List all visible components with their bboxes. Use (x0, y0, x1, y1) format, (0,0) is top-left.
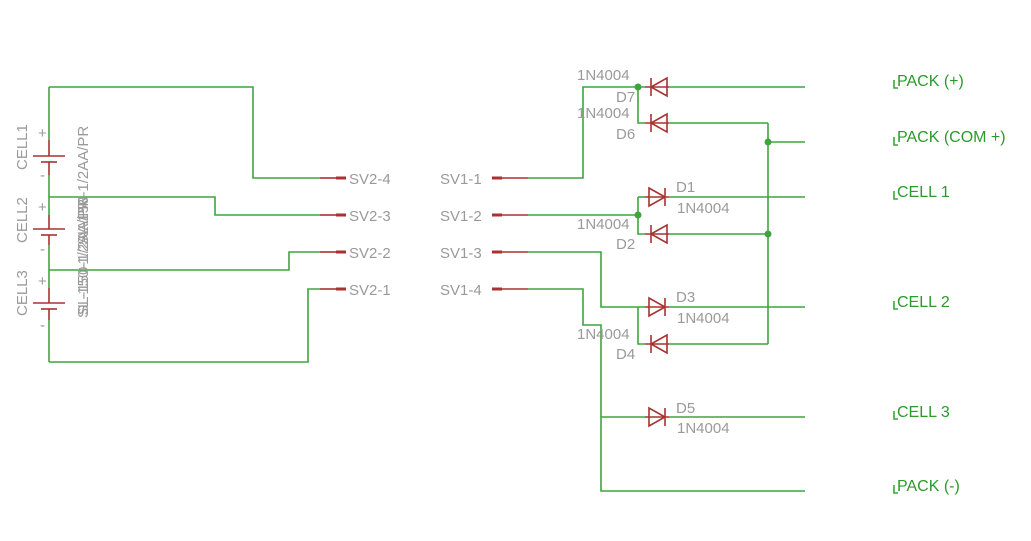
diode-d2-value: 1N4004 (577, 216, 630, 233)
diode-d5-value: 1N4004 (677, 420, 730, 437)
cell1-plus: + (38, 125, 47, 142)
junction-com-top (764, 138, 772, 146)
diode-d1-value: 1N4004 (677, 200, 730, 217)
sv2-pin-1: SV2-1 (349, 282, 391, 299)
cell2-plus: + (38, 199, 47, 216)
net-cell-2: CELL 2 (897, 294, 950, 311)
sv2-pin-2: SV2-2 (349, 245, 391, 262)
sv1-connector: SV1-1 SV1-2 SV1-3 SV1-4 (440, 171, 528, 299)
sv2-pin-4: SV2-4 (349, 171, 391, 188)
cell3-value: SL-150-1/2AA/PR (75, 196, 92, 315)
diode-d4-name: D4 (616, 346, 635, 363)
diode-d3: D3 1N4004 (645, 289, 730, 327)
right-wires (528, 86, 805, 492)
cell2-value: SL-150-1/2AA/PR (75, 199, 92, 318)
cell3-name: CELL3 (14, 270, 31, 316)
sv2-pin-3: SV2-3 (349, 208, 391, 225)
cell2-battery: + - CELL2 SL-150-1/2AA/PR (14, 197, 92, 318)
diode-d2-name: D2 (616, 236, 635, 253)
net-cell-1: CELL 1 (897, 184, 950, 201)
cell2-minus: - (40, 241, 45, 258)
cell2-name: CELL2 (14, 197, 31, 243)
junction-com-mid (764, 230, 772, 238)
cell1-name: CELL1 (14, 124, 31, 170)
diode-d4-value: 1N4004 (577, 326, 630, 343)
diode-d7-value: 1N4004 (577, 67, 630, 84)
cell3-plus: + (38, 273, 47, 290)
diode-d3-value: 1N4004 (677, 310, 730, 327)
sv1-pin-3: SV1-3 (440, 245, 482, 262)
diode-d5: D5 1N4004 (645, 400, 730, 437)
diode-d7: 1N4004 D7 (577, 67, 669, 106)
cell1-value: SL-150-1/2AA/PR (75, 126, 92, 245)
junction-d1-d2 (634, 211, 642, 219)
diode-d3-name: D3 (676, 289, 695, 306)
diode-d7-name: D7 (616, 89, 635, 106)
net-pack-minus: PACK (-) (897, 478, 960, 495)
diode-d6-name: D6 (616, 126, 635, 143)
cell3-battery: + - CELL3 SL-150-1/2AA/PR (14, 196, 92, 334)
left-wires (48, 86, 320, 363)
diode-d6-value: 1N4004 (577, 105, 630, 122)
sv1-pin-4: SV1-4 (440, 282, 482, 299)
diode-d4: 1N4004 D4 (577, 326, 669, 363)
sv1-pin-2: SV1-2 (440, 208, 482, 225)
net-pack-plus: PACK (+) (897, 73, 964, 90)
diode-d2: 1N4004 D2 (577, 216, 669, 253)
cell1-battery: + - CELL1 SL-150-1/2AA/PR (14, 124, 92, 245)
diode-d1-name: D1 (676, 179, 695, 196)
sv1-pin-1: SV1-1 (440, 171, 482, 188)
net-cell-3: CELL 3 (897, 404, 950, 421)
cell3-minus: - (40, 317, 45, 334)
junctions (634, 83, 772, 238)
cell1-minus: - (40, 167, 45, 184)
net-labels: PACK (+) PACK (COM +) CELL 1 CELL 2 CELL… (893, 73, 1006, 495)
sv2-connector: SV2-4 SV2-3 SV2-2 SV2-1 (320, 171, 391, 299)
junction-d7-d6 (634, 83, 642, 91)
diode-d6: 1N4004 D6 (577, 105, 669, 143)
diode-d1: D1 1N4004 (645, 179, 730, 217)
diode-d5-name: D5 (676, 400, 695, 417)
net-pack-com-plus: PACK (COM +) (897, 129, 1006, 146)
